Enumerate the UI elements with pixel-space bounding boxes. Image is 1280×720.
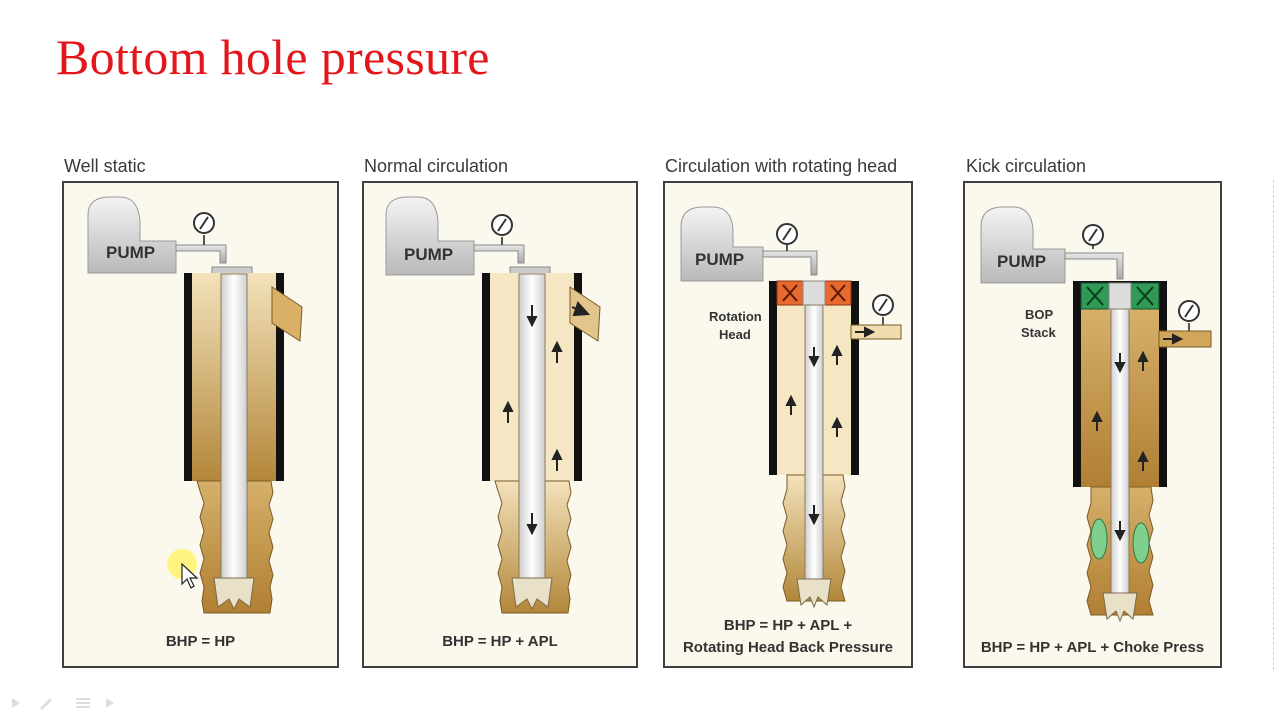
- panel-well-static: PUMP BHP = HP: [62, 181, 339, 668]
- pump-unit: PUMP: [980, 206, 1066, 284]
- wellbore: [482, 273, 601, 614]
- wellbore: [1073, 281, 1167, 623]
- kick-circulation-diagram: PUMP BOP Stack: [980, 206, 1212, 623]
- slide-title: Bottom hole pressure: [56, 29, 490, 85]
- rotating-head: [776, 280, 852, 306]
- pump-label: PUMP: [404, 245, 453, 264]
- panel-rotating-head: PUMP Rotation Head: [663, 181, 913, 668]
- pressure-gauge-icon: [193, 212, 215, 234]
- formula-line: BHP = HP + APL: [442, 633, 558, 650]
- bop-stack-label: Stack: [1021, 325, 1056, 340]
- panel-caption-rotating-head: Circulation with rotating head: [665, 156, 898, 176]
- panel-caption-well-static: Well static: [64, 156, 146, 176]
- previous-slide-icon[interactable]: [12, 698, 20, 708]
- panel-kick-circulation: PUMP BOP Stack: [963, 181, 1222, 668]
- formula-line: Rotating Head Back Pressure: [682, 639, 894, 656]
- formula-normal-circulation: BHP = HP + APL: [364, 631, 636, 653]
- pump-label: PUMP: [997, 252, 1046, 271]
- bop-stack-label: BOP: [1025, 307, 1054, 322]
- formula-rotating-head: BHP = HP + APL + Rotating Head Back Pres…: [665, 615, 911, 659]
- next-slide-edge: [1273, 180, 1280, 670]
- wellbore: [769, 280, 859, 609]
- panel-caption-kick-circulation: Kick circulation: [966, 156, 1087, 176]
- panel-normal-circulation: PUMP BHP = HP + APL: [362, 181, 638, 668]
- flow-arrow-icon: [1091, 333, 1184, 542]
- next-slide-icon[interactable]: [106, 698, 114, 708]
- kick-influx: [1090, 518, 1150, 564]
- rotation-head-label: Head: [719, 327, 751, 342]
- pump-unit: PUMP: [385, 196, 475, 276]
- pump-label: PUMP: [106, 243, 155, 262]
- bop-stack: [1080, 282, 1160, 310]
- pressure-gauge-icon: [491, 214, 513, 236]
- wellbore: [184, 273, 303, 614]
- flow-arrow-icon: [502, 301, 591, 536]
- side-outlet: [850, 317, 902, 340]
- pen-icon[interactable]: [40, 698, 52, 710]
- formula-kick-circulation: BHP = HP + APL + Choke Press: [965, 637, 1220, 659]
- formula-line: BHP = HP + APL +: [723, 617, 853, 634]
- mouse-pointer-icon: [167, 549, 199, 589]
- rotating-head-diagram: PUMP Rotation Head: [680, 206, 902, 609]
- well-static-diagram: PUMP: [87, 196, 303, 614]
- pressure-gauge-icon: [776, 223, 798, 245]
- panel-caption-normal-circulation: Normal circulation: [364, 156, 509, 176]
- flow-arrow-icon: [785, 326, 876, 526]
- slideshow-controls[interactable]: [6, 694, 126, 712]
- formula-line: BHP = HP: [165, 633, 236, 650]
- pump-label: PUMP: [695, 250, 744, 269]
- formula-well-static: BHP = HP: [64, 631, 337, 653]
- pump-unit: PUMP: [87, 196, 177, 274]
- pump-unit: PUMP: [680, 206, 764, 282]
- formula-line: BHP = HP + APL + Choke Press: [980, 639, 1205, 656]
- menu-icon[interactable]: [76, 698, 90, 708]
- rotation-head-label: Rotation: [709, 309, 762, 324]
- pressure-gauge-icon: [1178, 300, 1200, 322]
- normal-circulation-diagram: PUMP: [385, 196, 601, 614]
- pressure-gauge-icon: [1082, 224, 1104, 246]
- pressure-gauge-icon: [872, 294, 894, 316]
